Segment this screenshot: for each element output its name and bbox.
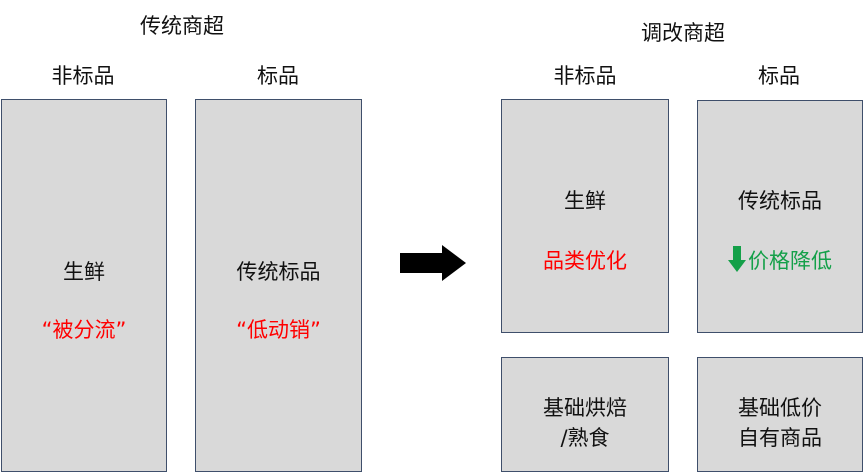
right-box-bakery: 基础烘焙 /熟食 [501, 357, 669, 472]
right-title: 调改商超 [641, 21, 725, 45]
right-box-private-label-line1: 基础低价 [738, 396, 822, 420]
right-box-private-label: 基础低价 自有商品 [697, 357, 863, 472]
right-arrow-icon [400, 245, 466, 281]
right-box-fresh-name: 生鲜 [564, 189, 606, 213]
left-col2-header: 标品 [257, 64, 299, 88]
right-box-bakery-line1: 基础烘焙 [543, 396, 627, 420]
left-title: 传统商超 [140, 14, 224, 38]
right-box-bakery-line2: /熟食 [560, 426, 610, 450]
right-col2-header: 标品 [758, 64, 800, 88]
right-box-fresh-note: 品类优化 [543, 249, 627, 273]
left-box-standard-note: “低动销” [236, 318, 321, 342]
right-box-standard: 传统标品 价格降低 [697, 100, 863, 333]
left-box-fresh-note: “被分流” [41, 318, 127, 342]
right-box-standard-note: 价格降低 [748, 249, 832, 273]
right-box-private-label-line2: 自有商品 [738, 426, 822, 450]
down-arrow-icon [728, 246, 746, 272]
left-box-fresh-name: 生鲜 [63, 260, 105, 284]
left-box-fresh: 生鲜 “被分流” [1, 99, 167, 472]
left-box-standard: 传统标品 “低动销” [195, 99, 362, 472]
right-box-standard-note-row: 价格降低 [698, 245, 862, 275]
left-col1-header: 非标品 [51, 64, 115, 88]
left-box-standard-name: 传统标品 [236, 260, 321, 284]
right-col1-header: 非标品 [553, 64, 617, 88]
right-box-fresh: 生鲜 品类优化 [501, 99, 669, 333]
right-box-standard-name: 传统标品 [738, 189, 822, 213]
